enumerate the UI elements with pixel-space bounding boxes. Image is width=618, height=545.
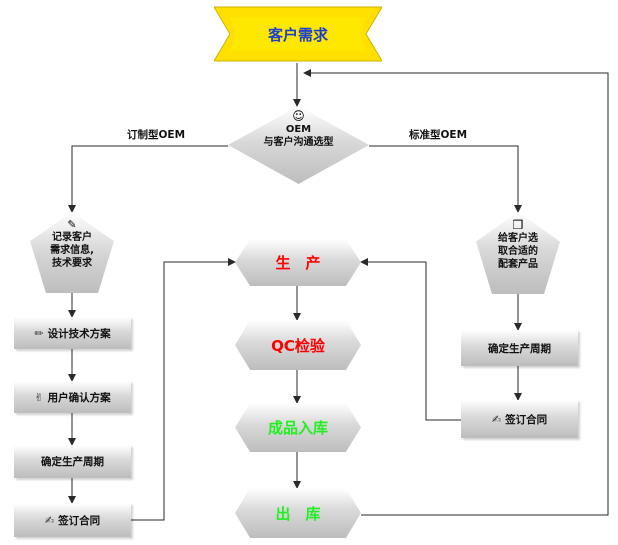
arrow-feedback-loop	[303, 69, 609, 516]
custom-production-cycle-label: 确定生产周期	[41, 456, 104, 468]
standard-sign-contract-box: ✍ 签订合同	[461, 400, 578, 438]
standard-production-cycle-box: 确定生产周期	[461, 330, 578, 366]
custom-production-cycle-box: 确定生产周期	[14, 445, 131, 478]
qc-inspection-label: QC检验	[271, 336, 325, 355]
hand-icon: ✌	[34, 390, 44, 404]
pen-icon: ✍	[491, 412, 502, 426]
box-icon: ❒	[512, 218, 524, 232]
select-line-1: 给客户选	[498, 233, 538, 244]
production-step: 生 产	[235, 239, 361, 286]
select-line-2: 取合适的	[498, 246, 538, 257]
user-confirm-plan-label: 用户确认方案	[47, 391, 111, 404]
outbound-label: 出 库	[275, 504, 321, 523]
select-line-3: 配套产品	[498, 259, 538, 270]
outbound-step: 出 库	[235, 488, 361, 538]
record-line-3: 技术要求	[52, 258, 92, 269]
customer-demand-banner: 客户需求	[214, 5, 382, 63]
banner-shape	[214, 6, 382, 62]
standard-oem-label: 标准型OEM	[409, 129, 468, 141]
pencil-icon: ✎	[67, 218, 77, 231]
pen-icon: ✍	[44, 513, 55, 527]
warehouse-in-label: 成品入库	[267, 419, 328, 437]
custom-sign-contract-label: 签订合同	[58, 514, 101, 527]
record-line-1: 记录客户	[52, 232, 92, 243]
arrow-custom-contract-to-production	[131, 258, 236, 521]
record-requirements-content: ✎ 记录客户 需求信息, 技术要求	[30, 219, 114, 270]
banner-label: 客户需求	[267, 25, 328, 44]
oem-decision-line2: 与客户沟通选型	[263, 137, 334, 148]
smiley-icon: ☺	[292, 109, 305, 123]
oem-decision-line1: OEM	[285, 124, 312, 135]
design-technical-plan-label: 设计技术方案	[47, 327, 111, 340]
select-product-content: ❒ 给客户选 取合适的 配套产品	[476, 218, 560, 271]
custom-sign-contract-box: ✍ 签订合同	[14, 503, 131, 537]
pencil-icon: ✏	[34, 326, 44, 340]
oem-decision-content: ☺ OEM 与客户沟通选型	[228, 110, 369, 149]
user-confirm-plan-box: ✌ 用户确认方案	[14, 381, 131, 413]
arrow-standard-contract-to-production	[360, 258, 461, 421]
standard-sign-contract-label: 签订合同	[505, 413, 548, 426]
custom-oem-label: 订制型OEM	[127, 129, 186, 141]
qc-inspection-step: QC检验	[235, 320, 361, 370]
standard-production-cycle-label: 确定生产周期	[488, 342, 551, 355]
arrow-to-standard	[369, 145, 522, 213]
production-label: 生 产	[275, 254, 321, 272]
warehouse-in-step: 成品入库	[235, 403, 361, 452]
record-line-2: 需求信息,	[50, 245, 94, 256]
design-technical-plan-box: ✏ 设计技术方案	[14, 317, 131, 349]
arrow-to-custom	[68, 145, 228, 213]
